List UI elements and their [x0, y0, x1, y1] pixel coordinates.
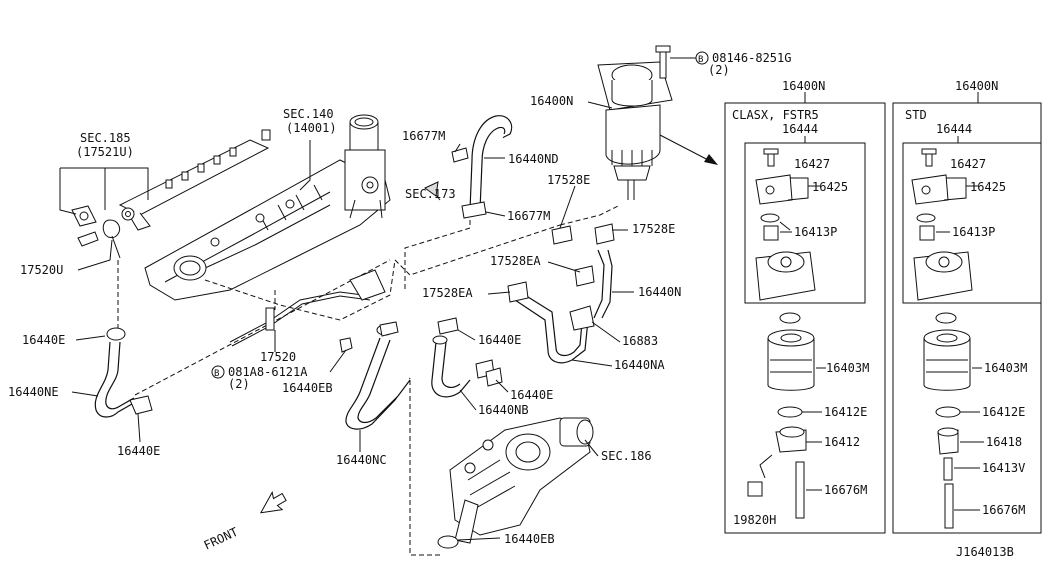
label-17528EA-b: 17528EA: [422, 286, 473, 300]
panel-right-sub: 16444: [936, 122, 972, 136]
label-16440N: 16440N: [638, 285, 681, 299]
dashed-leader-lines: [117, 204, 621, 556]
panel-right-title: STD: [905, 108, 927, 122]
label-bolt-081A8-qty: (2): [228, 377, 250, 391]
label-leaders: [59, 92, 984, 541]
label-front: FRONT: [202, 525, 241, 553]
label-16440NB: 16440NB: [478, 403, 529, 417]
label-sec185-sub: (17521U): [76, 145, 134, 159]
panel-right-part-1: 16425: [970, 180, 1006, 194]
label-sec140-sub: (14001): [286, 121, 337, 135]
panel-left-part-3: 16403M: [826, 361, 869, 375]
panel-left-part-7: 19820H: [733, 513, 776, 527]
label-bolt-08146-qty: (2): [708, 63, 730, 77]
panel-right-part-4: 16412E: [982, 405, 1025, 419]
panel-left-sub: 16444: [782, 122, 818, 136]
panel-right-part-3: 16403M: [984, 361, 1027, 375]
intake-manifold: [144, 114, 391, 301]
label-17528EA-a: 17528EA: [490, 254, 541, 268]
label-16440E-d: 16440E: [510, 388, 553, 402]
svg-text:B: B: [698, 55, 703, 65]
label-16440E-a: 16440E: [22, 333, 65, 347]
panel-right-part-0: 16427: [950, 157, 986, 171]
label-diagram-code: J164013B: [956, 545, 1014, 559]
panel-right-part-7: 16676M: [982, 503, 1025, 517]
label-17520U: 17520U: [20, 263, 63, 277]
panel-right-part-5: 16418: [986, 435, 1022, 449]
panel-left-part-0: 16427: [794, 157, 830, 171]
hose-16440ND: [424, 115, 513, 219]
panel-left-part-6: 16676M: [824, 483, 867, 497]
label-sec185: SEC.185: [80, 131, 131, 145]
panel-right-part-6: 16413V: [982, 461, 1025, 475]
front-arrow-icon: [259, 490, 287, 514]
label-16440EB-b: 16440EB: [504, 532, 555, 546]
panel-left-part-1: 16425: [812, 180, 848, 194]
hose-16440NC: [345, 324, 411, 430]
label-16440ND: 16440ND: [508, 152, 559, 166]
label-16677M-b: 16677M: [507, 209, 550, 223]
label-16400N-main: 16400N: [530, 94, 573, 108]
svg-text:B: B: [214, 369, 219, 379]
label-16440E-c: 16440E: [478, 333, 521, 347]
label-16440NA: 16440NA: [614, 358, 665, 372]
label-sec186: SEC.186: [601, 449, 652, 463]
panel-right-header: 16400N: [955, 79, 998, 93]
panel-left-header: 16400N: [782, 79, 825, 93]
panel-left-part-2: 16413P: [794, 225, 837, 239]
panel-left-title: CLASX, FSTR5: [732, 108, 819, 122]
label-17528E-a: 17528E: [547, 173, 590, 187]
label-sec140: SEC.140: [283, 107, 334, 121]
label-sec173: SEC.173: [405, 187, 456, 201]
label-16440E-b: 16440E: [117, 444, 160, 458]
hose-16440NA: [507, 223, 615, 364]
hose-16440NB: [431, 317, 495, 398]
label-16440NC: 16440NC: [336, 453, 387, 467]
panel-std: [892, 102, 1042, 534]
label-bolt-081A8: 081A8-6121A: [228, 365, 308, 379]
label-17528E-b: 17528E: [632, 222, 675, 236]
fuel-pipe-17520: [229, 269, 386, 353]
hose-16440NE: [94, 327, 153, 418]
bolt-callout-icon: [211, 365, 225, 379]
fuel-filter-assembly-16400N: B: [597, 45, 718, 200]
panel-clasx-fstr5: [724, 102, 886, 534]
label-16440NE: 16440NE: [8, 385, 59, 399]
label-17520: 17520: [260, 350, 296, 364]
label-16677M-a: 16677M: [402, 129, 445, 143]
label-16440EB-a: 16440EB: [282, 381, 333, 395]
label-bolt-08146: 08146-8251G: [712, 51, 791, 65]
label-16883: 16883: [622, 334, 658, 348]
panel-left-part-4: 16412E: [824, 405, 867, 419]
panel-left-part-5: 16412: [824, 435, 860, 449]
panel-right-part-2: 16413P: [952, 225, 995, 239]
part-labels: SEC.185 (17521U) SEC.140 (14001) SEC.173…: [8, 51, 1027, 559]
injection-pump-sec186: [437, 417, 594, 549]
fuel-rail-assembly: [71, 129, 271, 259]
